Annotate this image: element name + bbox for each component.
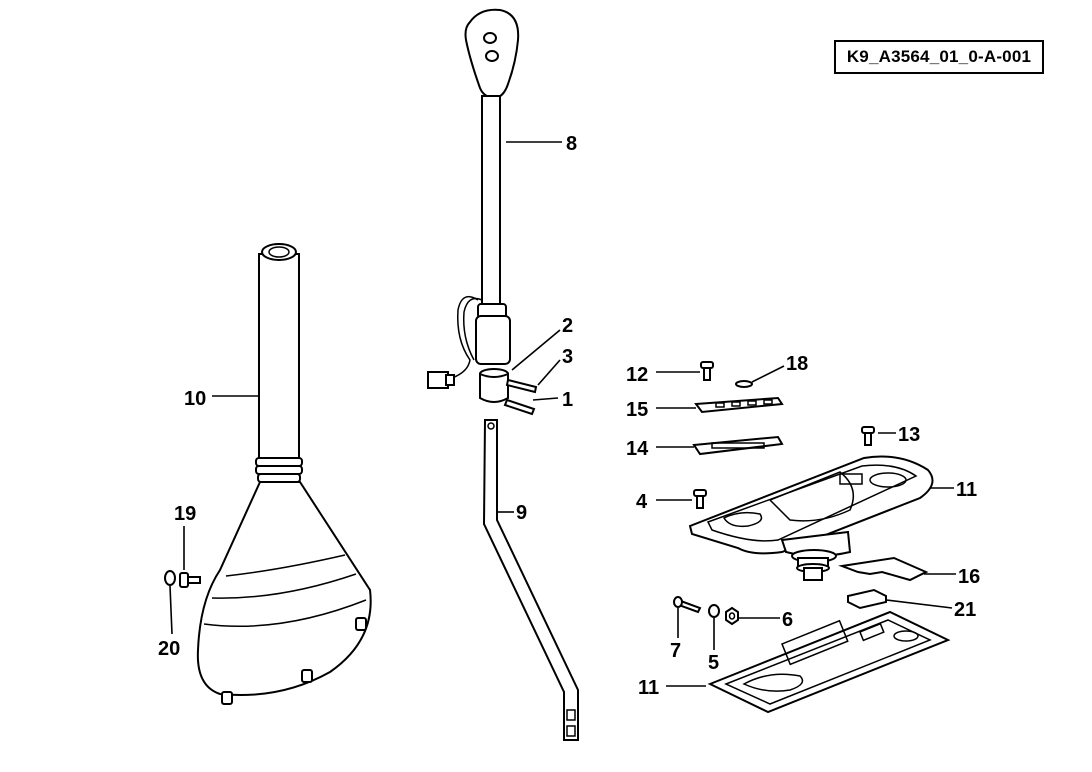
bolt-part-4: [693, 489, 707, 509]
housing-part-12: [688, 455, 934, 581]
nut-part-6: [725, 606, 739, 626]
callout-10: 10: [184, 388, 206, 410]
callout-14: 14: [626, 438, 649, 460]
plate-part-14: [692, 435, 784, 456]
callout-13-upper: 12: [626, 364, 648, 386]
bolt-part-7: [673, 596, 702, 614]
pin-part-3: [505, 378, 538, 394]
bracket-part-16: [838, 556, 929, 582]
callout-3: 3: [562, 346, 573, 368]
callout-9: 9: [516, 502, 527, 524]
rod-part-9: [482, 419, 579, 741]
boot-part-10: [196, 243, 372, 705]
shift-lever-part-8: [427, 8, 520, 389]
base-plate-part-11: [707, 610, 951, 714]
callout-21: 21: [954, 599, 976, 621]
callout-15: 15: [626, 399, 648, 421]
callout-2: 2: [562, 315, 573, 337]
callout-12: 11: [956, 479, 977, 501]
callout-16: 16: [958, 566, 980, 588]
sleeve-part-2: [479, 368, 509, 403]
washer-part-20: [164, 570, 176, 586]
callout-13-right: 13: [898, 424, 920, 446]
callout-5: 5: [708, 652, 719, 674]
plate-part-15: [694, 396, 784, 414]
bolt-part-13-upper: [700, 361, 714, 381]
block-part-21: [847, 588, 887, 610]
callout-8: 8: [566, 133, 577, 155]
callout-18: 18: [786, 353, 808, 375]
callout-7: 7: [670, 640, 681, 662]
bolt-part-13-right: [861, 426, 875, 446]
callout-19: 19: [174, 503, 196, 525]
pin-part-1: [503, 398, 536, 416]
ring-part-18: [735, 380, 753, 388]
callout-20: 20: [158, 638, 180, 660]
leader-lines: [169, 141, 956, 687]
callout-4: 4: [636, 491, 648, 513]
screw-part-19: [179, 572, 201, 588]
callout-6: 6: [782, 609, 793, 631]
drawing-reference-code: K9_A3564_01_0-A-001: [834, 40, 1044, 74]
callout-11: 11: [638, 677, 659, 699]
callout-1: 1: [562, 389, 573, 411]
washer-part-5: [708, 604, 720, 618]
